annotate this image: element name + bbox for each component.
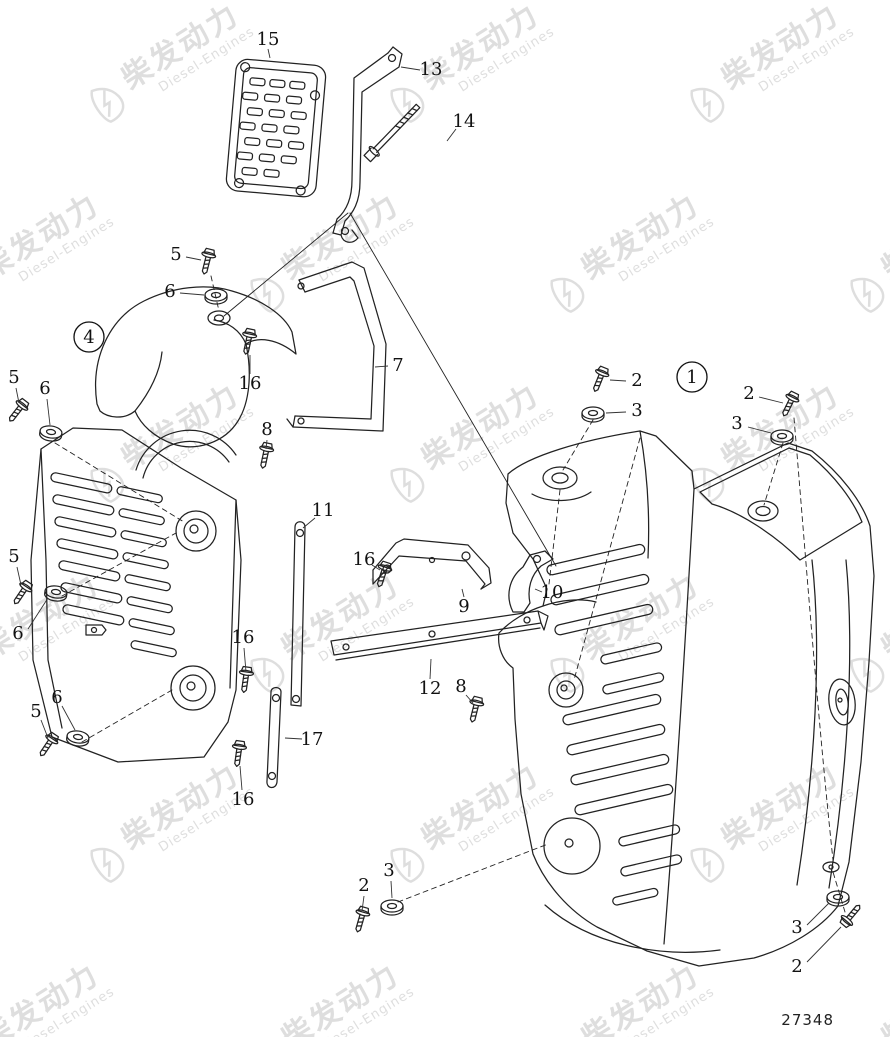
callout-leader <box>806 926 842 963</box>
screw-16 <box>238 327 259 357</box>
callout-leader <box>27 597 49 630</box>
assembly-lines <box>54 212 846 913</box>
grille-slots <box>236 77 308 179</box>
bolt-14 <box>363 103 421 163</box>
screw-2 <box>587 364 612 395</box>
left-guard <box>30 286 297 763</box>
callout-label-10: 10 <box>541 582 564 603</box>
callout-leader <box>400 66 421 71</box>
bracket-13 <box>332 46 403 243</box>
callout-label-11: 11 <box>312 500 335 521</box>
bar-12 <box>330 610 549 661</box>
washer-6 <box>65 728 91 749</box>
callout-leader <box>609 379 627 382</box>
grille-plate-15 <box>225 58 327 198</box>
callout-leader <box>465 694 474 704</box>
callout-label-2: 2 <box>743 383 754 404</box>
callout-label-3: 3 <box>731 413 742 434</box>
screws <box>3 246 866 935</box>
callout-leader <box>390 880 393 899</box>
callout-label-2: 2 <box>631 370 642 391</box>
screw-8 <box>464 694 486 725</box>
svg-text:4: 4 <box>83 327 94 348</box>
callout-leader <box>40 719 49 739</box>
assembly-badge-4: 4 <box>73 321 105 353</box>
screw-5 <box>34 729 62 761</box>
callout-leader <box>747 426 772 434</box>
bracket-7 <box>286 261 387 432</box>
callout-leader <box>361 895 365 912</box>
right-guard-vents <box>545 542 684 907</box>
callout-leader <box>185 256 202 261</box>
callout-leader <box>446 128 457 142</box>
callout-label-3: 3 <box>791 917 802 938</box>
callout-label-5: 5 <box>30 701 41 722</box>
callout-label-7: 7 <box>392 355 403 376</box>
callout-label-16: 16 <box>353 549 376 570</box>
callout-label-16: 16 <box>232 789 255 810</box>
stay-11 <box>290 521 306 707</box>
callout-label-2: 2 <box>791 956 802 977</box>
callout-leader <box>461 588 465 598</box>
callout-label-13: 13 <box>420 59 443 80</box>
callout-leader <box>267 48 271 59</box>
screw-5 <box>3 395 32 426</box>
callout-label-2: 2 <box>358 875 369 896</box>
assembly-badge-1: 1 <box>676 361 708 393</box>
callout-label-17: 17 <box>301 729 324 750</box>
callout-leader <box>46 398 51 426</box>
callout-label-3: 3 <box>383 860 394 881</box>
callout-leader <box>284 737 303 740</box>
screw-5 <box>196 246 218 277</box>
callout-leader <box>605 411 627 414</box>
callout-label-12: 12 <box>419 678 442 699</box>
callout-label-6: 6 <box>12 623 23 644</box>
washer-6 <box>38 423 64 444</box>
screw-16 <box>229 739 248 768</box>
callout-label-5: 5 <box>170 244 181 265</box>
callout-leader <box>371 564 381 571</box>
callout-label-14: 14 <box>453 111 476 132</box>
callout-label-8: 8 <box>455 676 466 697</box>
callout-leader <box>179 292 205 296</box>
washer-3 <box>770 429 794 446</box>
callout-leader <box>16 566 22 586</box>
callout-leader <box>243 647 247 673</box>
callout-label-5: 5 <box>8 546 19 567</box>
left-guard-vents <box>49 471 178 659</box>
callout-leader <box>265 439 268 450</box>
callout-label-16: 16 <box>239 373 262 394</box>
callout-label-9: 9 <box>458 596 469 617</box>
callout-leader <box>374 365 389 368</box>
washer-3 <box>380 899 404 916</box>
screw-8 <box>255 441 276 471</box>
callout-leader <box>806 902 830 926</box>
callout-label-5: 5 <box>8 367 19 388</box>
callout-label-6: 6 <box>39 378 50 399</box>
stay-17 <box>266 686 282 789</box>
callout-leader <box>534 588 543 593</box>
callout-label-6: 6 <box>51 687 62 708</box>
callout-leader <box>61 705 76 731</box>
callout-leader <box>15 387 20 404</box>
callout-label-16: 16 <box>232 627 255 648</box>
callout-label-8: 8 <box>261 419 272 440</box>
washer-6 <box>43 583 69 604</box>
svg-text:1: 1 <box>686 367 697 388</box>
screw-2 <box>350 904 372 935</box>
screw-2 <box>776 389 802 420</box>
callout-leader <box>429 658 432 680</box>
washers <box>38 288 850 916</box>
callout-leader <box>302 517 316 529</box>
drawing-number: 27348 <box>781 1011 834 1029</box>
right-guard <box>497 430 875 967</box>
callout-leader <box>758 396 784 404</box>
callout-leader <box>239 765 243 791</box>
callout-label-6: 6 <box>164 281 175 302</box>
callout-label-15: 15 <box>257 29 280 50</box>
callout-label-3: 3 <box>631 400 642 421</box>
